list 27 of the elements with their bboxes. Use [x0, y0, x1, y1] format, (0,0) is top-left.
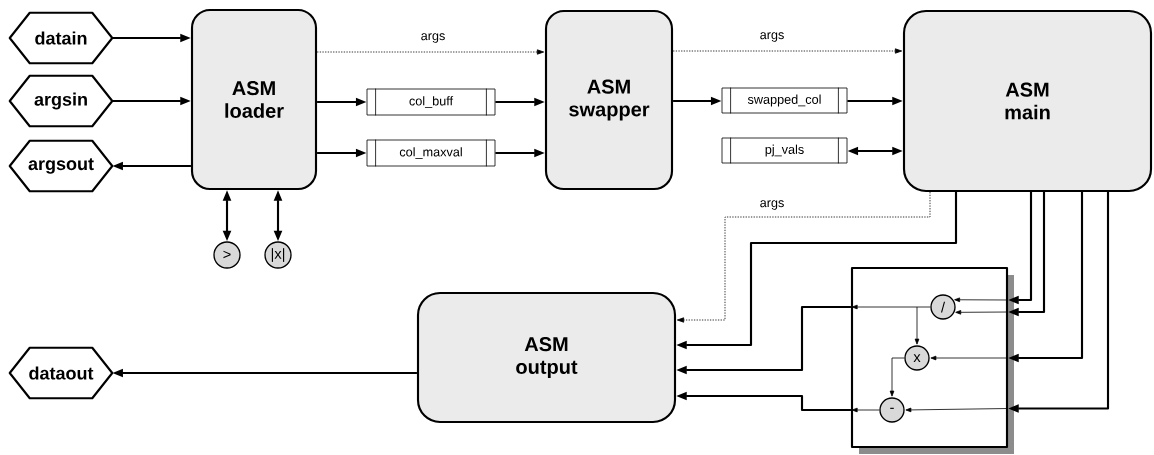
process-box: ASM output [416, 291, 677, 424]
buffer-box: pj_vals [721, 137, 848, 164]
arrow [851, 304, 931, 310]
edge-label: args [758, 30, 786, 44]
process-box: ASM swapper [544, 9, 674, 191]
hexagon-port: datain [8, 11, 114, 65]
hexagon-port: argsout [8, 139, 114, 193]
arrow [905, 407, 1009, 413]
function-box [850, 266, 1014, 454]
arrow [914, 306, 920, 345]
arrow [672, 48, 903, 54]
buffer-box: col_maxval [366, 139, 496, 167]
arrow [955, 310, 1009, 315]
edge-label: args [758, 198, 786, 212]
arrow [676, 191, 931, 323]
hexagon-port: dataout [8, 346, 114, 400]
arrow [954, 297, 1009, 303]
arrow [930, 355, 1009, 361]
arrow [316, 49, 545, 55]
edge-label: args [419, 31, 447, 45]
buffer-box: swapped_col [721, 87, 848, 114]
hexagon-port: argsin [8, 74, 114, 128]
arrow [851, 407, 880, 413]
process-box: ASM loader [190, 8, 318, 191]
buffer-box: col_buff [366, 88, 496, 116]
process-box: ASM main [902, 9, 1153, 193]
arrow [889, 357, 905, 397]
